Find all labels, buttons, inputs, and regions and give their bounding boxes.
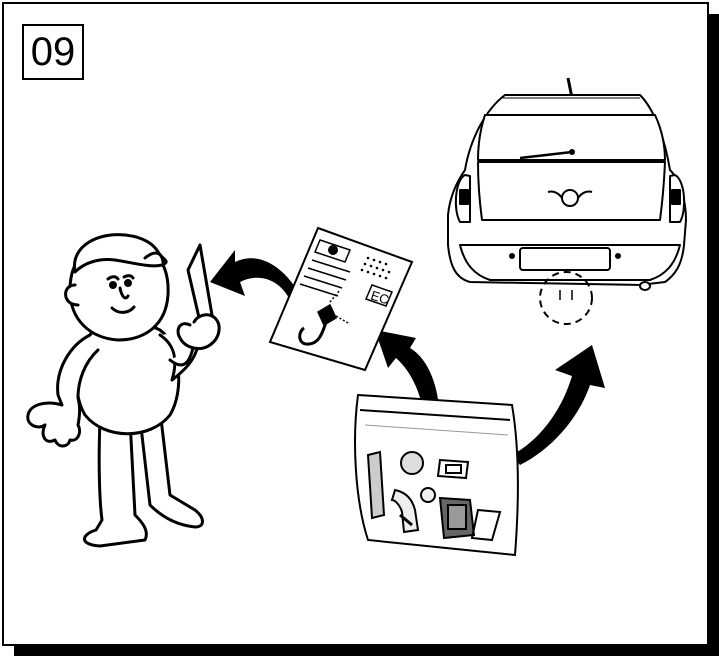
- car-rear-icon: [448, 78, 686, 324]
- parts-bag-icon: [355, 395, 518, 555]
- mechanic-figure-icon: [28, 235, 219, 546]
